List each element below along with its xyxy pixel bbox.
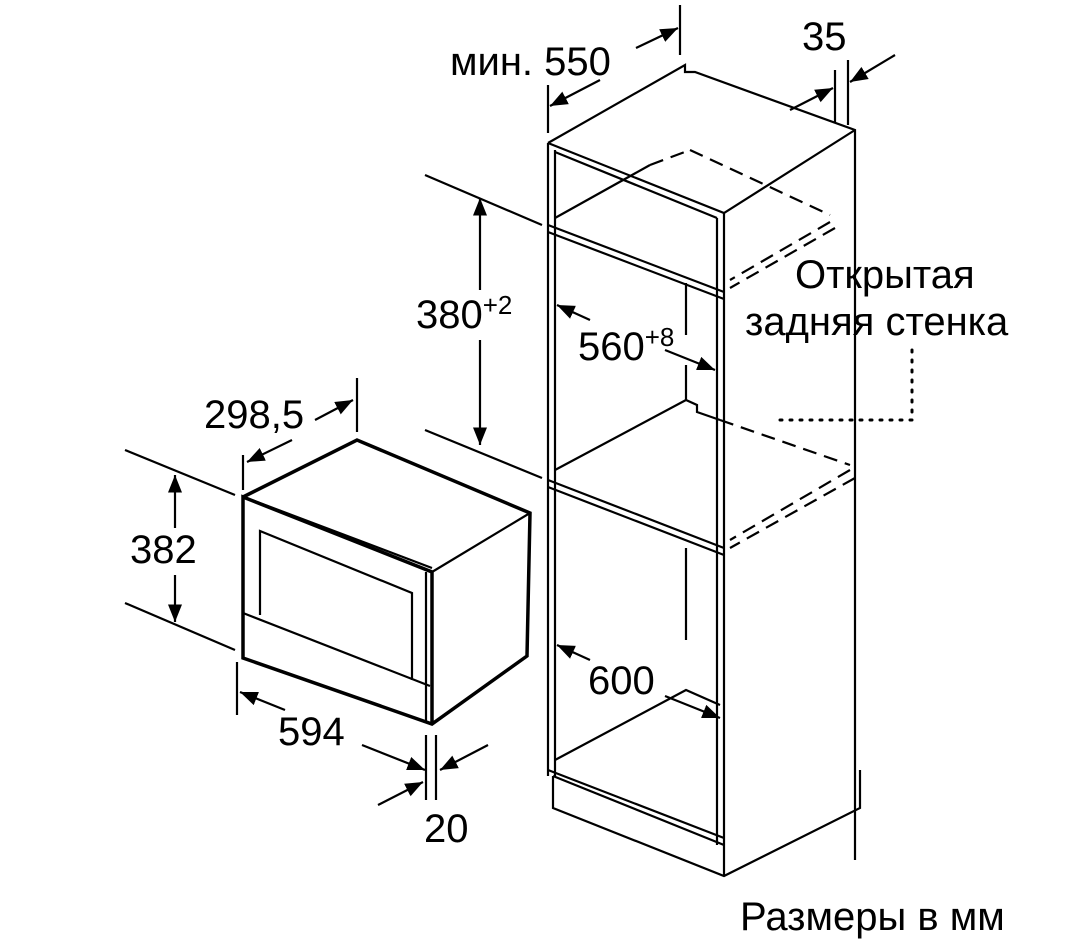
- open-back-label-1: Открытая: [795, 253, 975, 297]
- tall-cabinet: [546, 63, 862, 878]
- dimension-lines: [124, 5, 914, 806]
- cabinet-width-label: 600: [588, 659, 655, 703]
- device-width-label: 594: [278, 710, 345, 754]
- niche-height-label: 380+2: [416, 290, 512, 337]
- units-note: Размеры в мм: [740, 895, 1005, 939]
- front-thickness-label: 20: [424, 807, 469, 851]
- rear-gap-label: 35: [802, 15, 847, 59]
- built-in-microwave: [241, 438, 532, 726]
- open-back-label-2: задняя стенка: [745, 300, 1009, 344]
- niche-width-label: 560+8: [578, 322, 674, 369]
- device-height-label: 382: [130, 528, 197, 572]
- min-depth-label: мин. 550: [450, 40, 611, 84]
- device-depth-label: 298,5: [204, 393, 304, 437]
